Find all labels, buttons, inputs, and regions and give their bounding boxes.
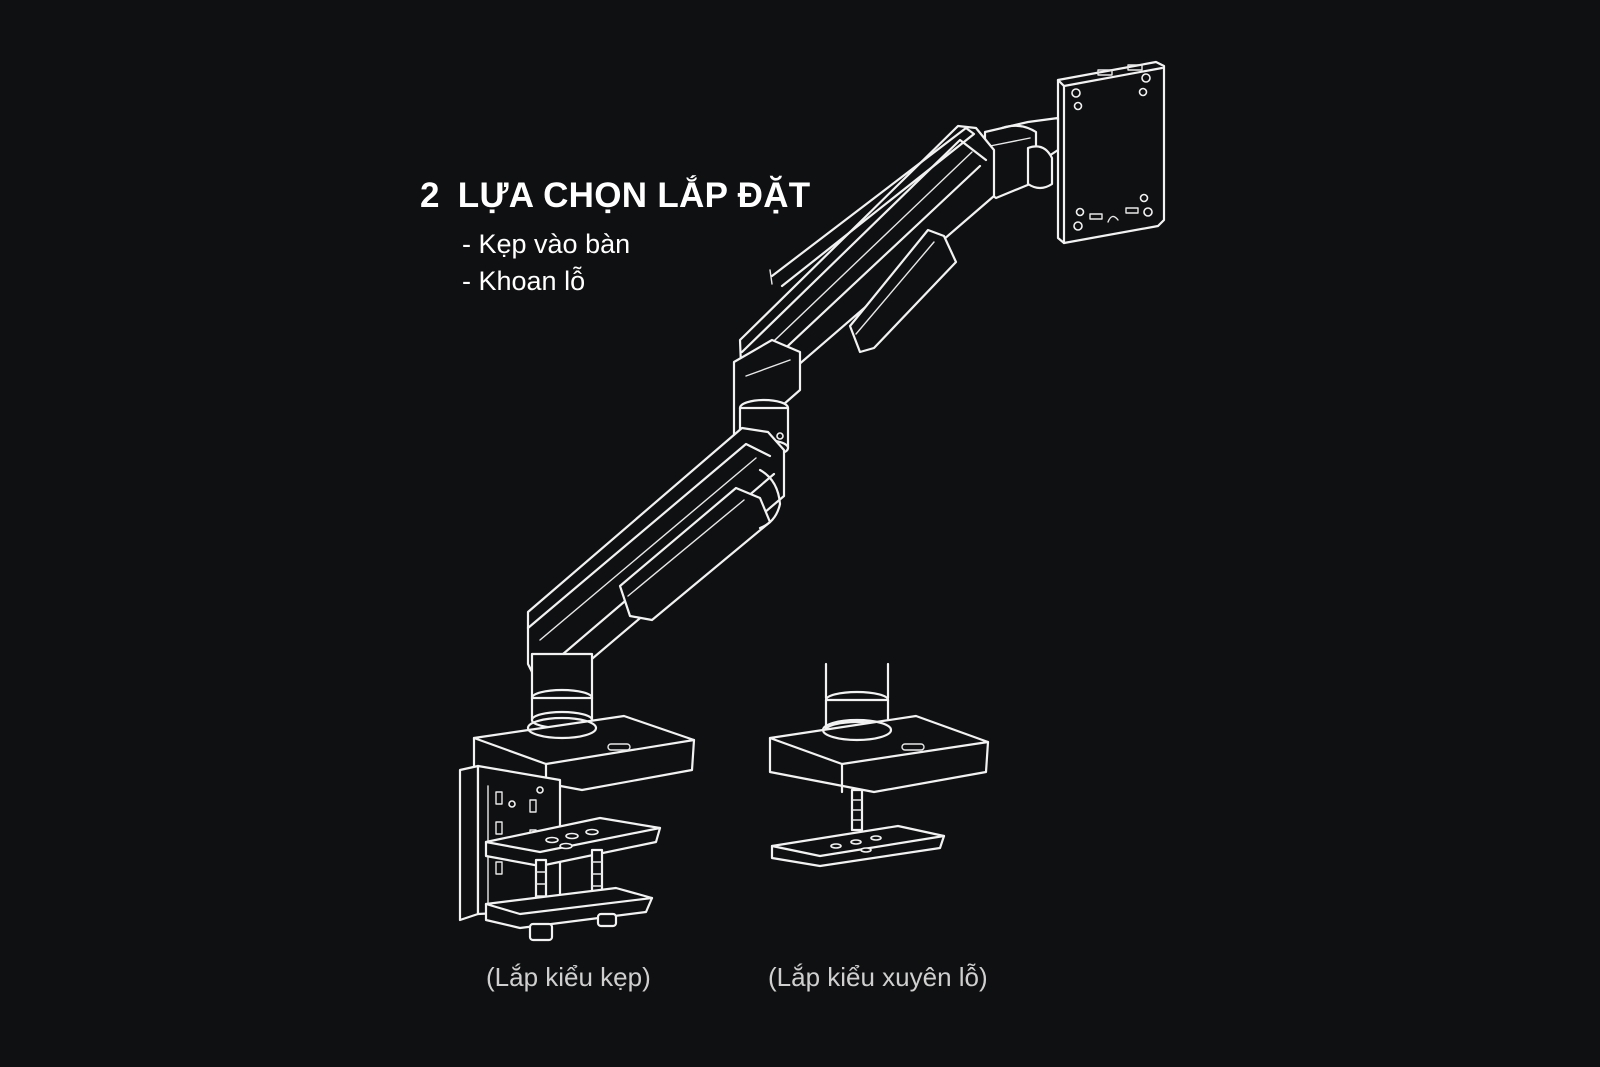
option-item-clamp: - Kẹp vào bàn bbox=[462, 229, 631, 259]
grommet-mount bbox=[768, 662, 990, 868]
clamp-mount bbox=[458, 652, 696, 942]
lower-arm bbox=[526, 426, 786, 688]
headline-number: 2 bbox=[420, 176, 440, 215]
upper-arm bbox=[738, 124, 996, 400]
caption-clamp-mount: (Lắp kiểu kẹp) bbox=[486, 962, 651, 992]
option-item-drill: - Khoan lỗ bbox=[462, 266, 586, 296]
caption-grommet-mount: (Lắp kiểu xuyên lỗ) bbox=[768, 962, 988, 992]
headline-title: LỰA CHỌN LẮP ĐẶT bbox=[457, 176, 811, 215]
tilt-head bbox=[983, 116, 1060, 200]
headline: 2 LỰA CHỌN LẮP ĐẶT bbox=[420, 176, 810, 216]
vesa-plate bbox=[1056, 60, 1166, 245]
installation-options-list: - Kẹp vào bàn - Khoan lỗ bbox=[462, 226, 630, 300]
